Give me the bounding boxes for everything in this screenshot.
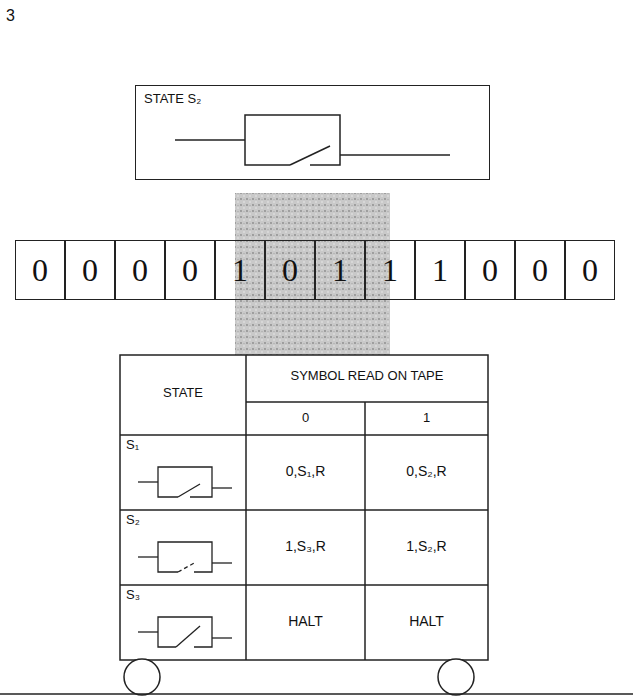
tape-cell: 0 [115, 240, 165, 300]
table-cell: 1,S₃,R [246, 538, 365, 555]
table-cell: 1,S₂,R [365, 538, 488, 555]
switch-symbol [138, 467, 232, 497]
table-header: 1 [365, 410, 488, 426]
wheel [124, 659, 474, 695]
table-cell: 0,S₁,R [246, 463, 365, 480]
tape-symbol: 0 [532, 254, 548, 286]
read-head [235, 193, 390, 358]
tape-cell: 0 [515, 240, 565, 300]
tape-symbol: 0 [182, 254, 198, 286]
table-header: 0 [246, 410, 365, 426]
tape-cell: 1 [365, 240, 415, 300]
tape-symbol: 1 [332, 254, 348, 286]
state-label: STATE S₂ [144, 92, 201, 105]
tape-symbol: 0 [82, 254, 98, 286]
tape-cell: 1 [315, 240, 365, 300]
table-header: STATE [120, 385, 246, 401]
tape-cell: 0 [465, 240, 515, 300]
tape-symbol: 1 [432, 254, 448, 286]
tape-symbol: 0 [582, 254, 598, 286]
tape-symbol: 0 [482, 254, 498, 286]
tape-symbol: 1 [232, 254, 248, 286]
tape-symbol: 0 [282, 254, 298, 286]
switch-symbol [138, 542, 232, 572]
state-name: S₁ [126, 437, 166, 453]
tape-cell: 0 [15, 240, 65, 300]
tape-symbol: 1 [382, 254, 398, 286]
tape-cell: 1 [415, 240, 465, 300]
tape-cell: 0 [265, 240, 315, 300]
tape-cell: 0 [165, 240, 215, 300]
state-name: S₂ [126, 512, 166, 528]
table-cell: 0,S₂,R [365, 463, 488, 480]
ground-line [0, 693, 633, 695]
switch-symbol [138, 617, 232, 647]
state-table-grid [120, 355, 488, 660]
tape-symbol: 0 [132, 254, 148, 286]
tape-cell: 0 [565, 240, 615, 300]
figure-number: 3 [6, 6, 30, 25]
tape-symbol: 0 [32, 254, 48, 286]
state-name: S₃ [126, 587, 166, 603]
table-header: SYMBOL READ ON TAPE [246, 368, 488, 384]
table-cell: HALT [246, 613, 365, 630]
tape-cell: 1 [215, 240, 265, 300]
table-cell: HALT [365, 613, 488, 630]
tape-cell: 0 [65, 240, 115, 300]
switch-symbol [175, 115, 450, 165]
state-box: STATE S₂ [135, 85, 490, 180]
